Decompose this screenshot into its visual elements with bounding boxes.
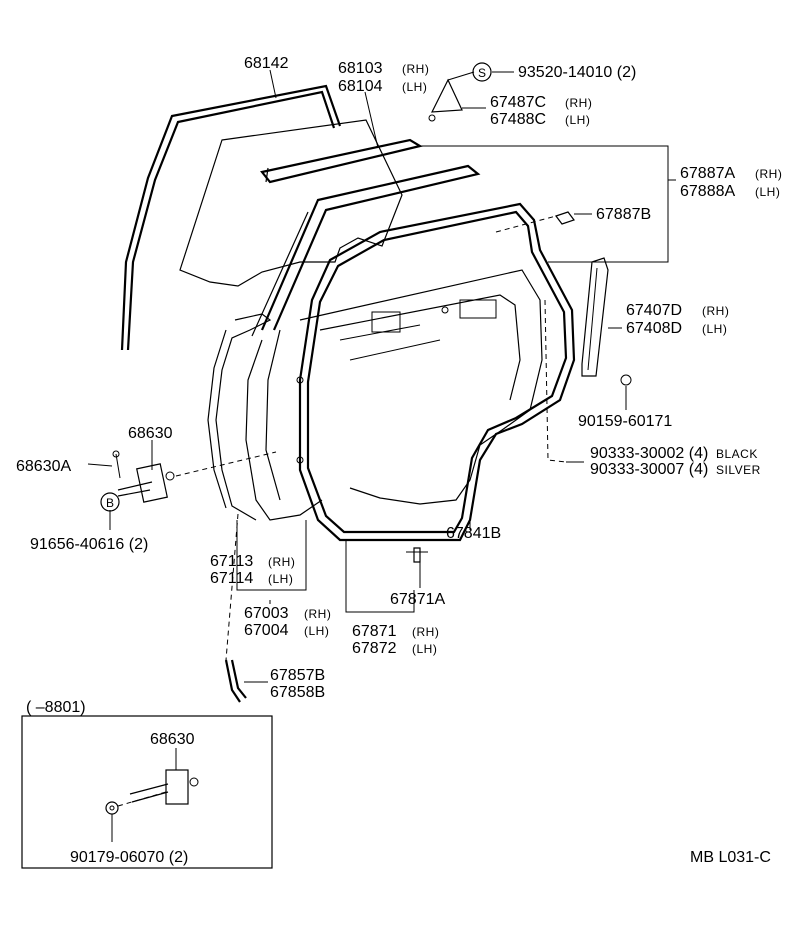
label-90159: 90159-60171 xyxy=(578,413,672,430)
label-90179: 90179-06070 (2) xyxy=(70,849,188,866)
label-67887b: 67887B xyxy=(596,206,651,223)
inset-range-label: ( –8801) xyxy=(26,699,86,716)
label-67857b: 67857B xyxy=(270,667,325,684)
door-opening-weatherstrip xyxy=(298,202,576,542)
tag-rh: (RH) xyxy=(755,167,782,181)
tag-lh: (LH) xyxy=(755,185,780,199)
label-68104: 68104 xyxy=(338,78,383,95)
diagram-code: MB L031-C xyxy=(690,849,771,866)
label-67871a: 67871A xyxy=(390,591,445,608)
label-68142: 68142 xyxy=(244,55,289,72)
tag-rh: (RH) xyxy=(304,607,331,621)
label-67871: 67871 xyxy=(352,623,397,640)
lower-seal xyxy=(224,659,247,703)
tag-rh: (RH) xyxy=(268,555,295,569)
glass-run-channel xyxy=(120,84,342,351)
vent-glass xyxy=(428,71,475,122)
svg-text:B: B xyxy=(106,496,115,510)
clip-67871a xyxy=(406,547,428,563)
tag-rh: (RH) xyxy=(412,625,439,639)
color-silver: SILVER xyxy=(716,463,761,477)
label-90333-black: 90333-30002 (4) xyxy=(590,445,708,462)
tag-rh: (RH) xyxy=(565,96,592,110)
label-67407d: 67407D xyxy=(626,302,682,319)
tag-lh: (LH) xyxy=(702,322,727,336)
door-glass xyxy=(179,119,403,287)
tag-lh: (LH) xyxy=(412,642,437,656)
tag-rh: (RH) xyxy=(702,304,729,318)
color-black: BLACK xyxy=(716,447,758,461)
leader-lines xyxy=(87,69,676,683)
label-67003: 67003 xyxy=(244,605,289,622)
label-67872: 67872 xyxy=(352,640,397,657)
division-bar xyxy=(581,257,632,386)
label-67113: 67113 xyxy=(210,553,253,570)
label-67488c: 67488C xyxy=(490,111,546,128)
label-67858b: 67858B xyxy=(270,684,325,701)
outer-weatherstrip xyxy=(260,138,423,184)
inset-box xyxy=(21,715,273,869)
label-67487c: 67487C xyxy=(490,94,546,111)
label-93520: 93520-14010 (2) xyxy=(518,64,636,81)
door-panel xyxy=(207,164,543,521)
circled-b-symbol: B xyxy=(100,492,120,512)
svg-text:S: S xyxy=(478,66,487,80)
label-67888a: 67888A xyxy=(680,183,735,200)
label-67887a: 67887A xyxy=(680,165,735,182)
tag-lh: (LH) xyxy=(304,624,329,638)
label-67408d: 67408D xyxy=(626,320,682,337)
tag-lh: (LH) xyxy=(565,113,590,127)
door-check xyxy=(112,450,175,503)
label-68630a: 68630A xyxy=(16,458,71,475)
label-67004: 67004 xyxy=(244,622,289,639)
label-90333-silver: 90333-30007 (4) xyxy=(590,461,708,478)
tag-lh: (LH) xyxy=(402,80,427,94)
label-91656: 91656-40616 (2) xyxy=(30,536,148,553)
part-labels: 68142 68103 (RH) 68104 (LH) 93520-14010 … xyxy=(16,55,782,866)
label-inset-68630: 68630 xyxy=(150,731,195,748)
tag-lh: (LH) xyxy=(268,572,293,586)
dashed-leaders xyxy=(175,215,567,661)
clip xyxy=(555,211,575,225)
circled-s-symbol: S xyxy=(472,62,492,82)
label-68103: 68103 xyxy=(338,60,383,77)
label-67114: 67114 xyxy=(210,570,253,587)
label-67841b: 67841B xyxy=(446,525,501,542)
tag-rh: (RH) xyxy=(402,62,429,76)
label-68630: 68630 xyxy=(128,425,173,442)
